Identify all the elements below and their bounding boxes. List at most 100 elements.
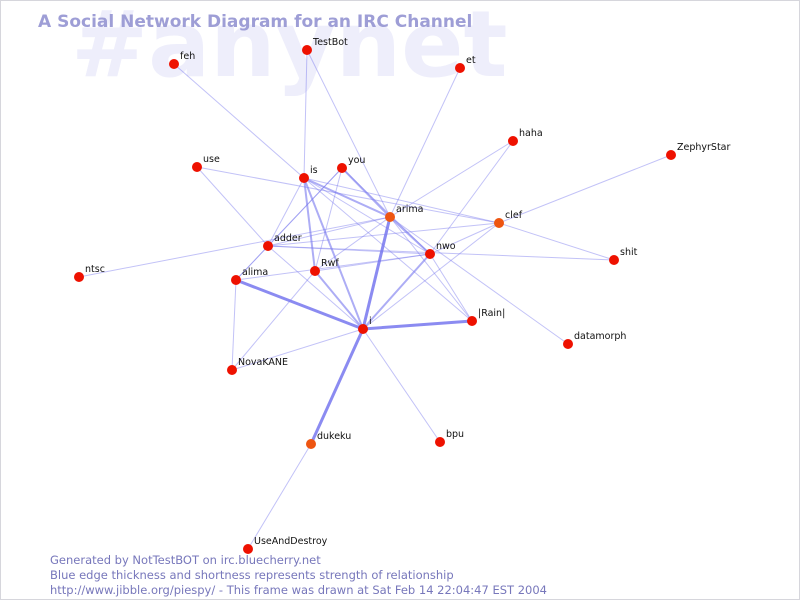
node-label-clef: clef [505,210,523,221]
node-TestBot: TestBot [302,37,348,55]
footer-info: Generated by NotTestBOT on irc.bluecherr… [50,553,547,598]
node-alima: alima [231,267,268,285]
edge-alima-i [234,278,365,331]
node-dot-nwo [425,249,435,259]
edge-et-arima [389,67,461,218]
node-dot-Rwf [310,266,320,276]
edge-clef-adder [267,222,500,247]
edge-nwo-alima [235,253,431,281]
edges-layer [78,49,672,550]
node-dot-i [358,324,368,334]
edge-i-NovaKANE [231,328,364,371]
edge-clef-i [362,222,500,330]
node-shit: shit [609,247,638,265]
node-you: you [337,155,365,173]
edge-i-dukeku [309,327,365,446]
node-dot-shit [609,255,619,265]
node-label-dukeku: dukeku [317,431,351,442]
node-is: is [299,165,318,183]
node-dot-alima [231,275,241,285]
edge-arima-i [361,215,392,331]
node-label-alima: alima [242,267,268,278]
node-dot-Rain [467,316,477,326]
node-dot-NovaKANE [227,365,237,375]
node-adder: adder [263,233,302,251]
diagram-title: A Social Network Diagram for an IRC Chan… [38,12,473,32]
node-label-i: i [369,316,372,327]
edge-is-arima [303,177,391,218]
edge-you-Rwf [314,167,343,272]
footer-generated-by: Generated by NotTestBOT on irc.bluecherr… [50,553,321,567]
edge-ZephyrStar-clef [498,154,672,224]
node-dot-ntsc [74,272,84,282]
node-label-haha: haha [519,128,543,139]
node-dot-ZephyrStar [666,150,676,160]
edge-adder-nwo [267,245,431,255]
node-dot-datamorph [563,339,573,349]
edge-haha-arima [389,140,514,218]
node-dot-UseAndDestroy [243,544,253,554]
edge-nwo-Rain [429,253,473,322]
footer-url-timestamp: http://www.jibble.org/piespy/ - This fra… [50,583,547,597]
node-clef: clef [494,210,523,228]
node-dot-bpu [435,437,445,447]
edge-use-clef [196,166,500,224]
node-use: use [192,154,220,172]
node-nwo: nwo [425,241,456,259]
node-dukeku: dukeku [306,431,351,449]
node-dot-clef [494,218,504,228]
node-dot-et [455,63,465,73]
edge-feh-is [173,63,305,179]
node-dot-is [299,173,309,183]
node-dot-you [337,163,347,173]
node-dot-TestBot [302,45,312,55]
node-label-bpu: bpu [446,429,464,440]
node-label-use: use [203,154,220,165]
node-arima: arima [385,204,423,222]
node-dot-feh [169,59,179,69]
edge-nwo-i [362,253,431,330]
edge-adder-shit [267,245,615,261]
node-label-TestBot: TestBot [312,37,348,48]
node-label-NovaKANE: NovaKANE [238,357,288,368]
edge-arima-nwo [389,216,431,255]
edge-is-clef [303,177,500,224]
edge-is-i [303,177,364,330]
edge-is-Rwf [303,177,316,272]
node-ZephyrStar: ZephyrStar [666,142,731,160]
node-label-adder: adder [274,233,302,244]
node-label-you: you [348,155,365,166]
node-label-datamorph: datamorph [574,331,626,342]
node-NovaKANE: NovaKANE [227,357,288,375]
edge-i-Rain [361,319,474,331]
node-label-ntsc: ntsc [85,264,105,275]
edge-is-nwo [303,177,431,255]
node-label-Rain: |Rain| [478,308,505,319]
node-label-et: et [466,55,476,66]
edge-is-Rain [303,177,473,322]
edge-haha-nwo [429,140,514,255]
node-bpu: bpu [435,429,464,447]
edge-adder-alima [235,245,269,281]
node-label-Rwf: Rwf [321,258,339,269]
edge-ntsc-arima [78,216,391,278]
node-et: et [455,55,476,73]
edge-TestBot-is [303,49,308,179]
edge-arima-Rain [389,216,473,322]
node-i: i [358,316,372,334]
node-feh: feh [169,51,195,69]
edge-you-alima [235,167,343,281]
edge-i-bpu [362,328,441,443]
node-label-shit: shit [620,247,638,258]
edge-dukeku-UseAndDestroy [247,443,312,550]
edge-arima-adder [267,216,391,247]
edge-Rwf-i [314,270,364,330]
footer-legend-note: Blue edge thickness and shortness repres… [50,568,454,582]
node-ntsc: ntsc [74,264,105,282]
node-UseAndDestroy: UseAndDestroy [243,536,328,554]
node-label-nwo: nwo [436,241,456,252]
edge-clef-shit [498,222,615,261]
